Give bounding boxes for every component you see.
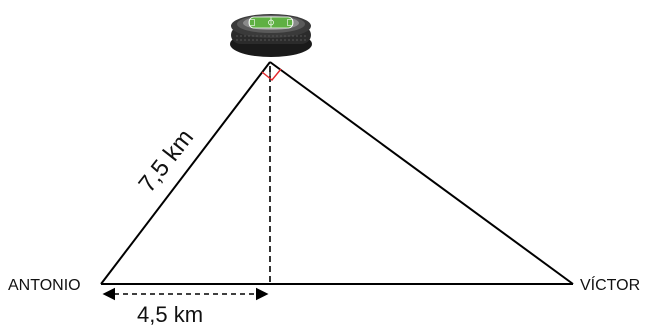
point-label-antonio: ANTONIO	[8, 277, 81, 294]
side-right	[269, 61, 574, 285]
point-label-victor: VÍCTOR	[580, 275, 640, 294]
right-angle-mark	[261, 68, 282, 81]
side-length-label: 7,5 km	[133, 124, 199, 197]
stadium-icon	[230, 14, 312, 57]
base-segment-label: 4,5 km	[137, 302, 203, 327]
side-left	[100, 61, 271, 285]
